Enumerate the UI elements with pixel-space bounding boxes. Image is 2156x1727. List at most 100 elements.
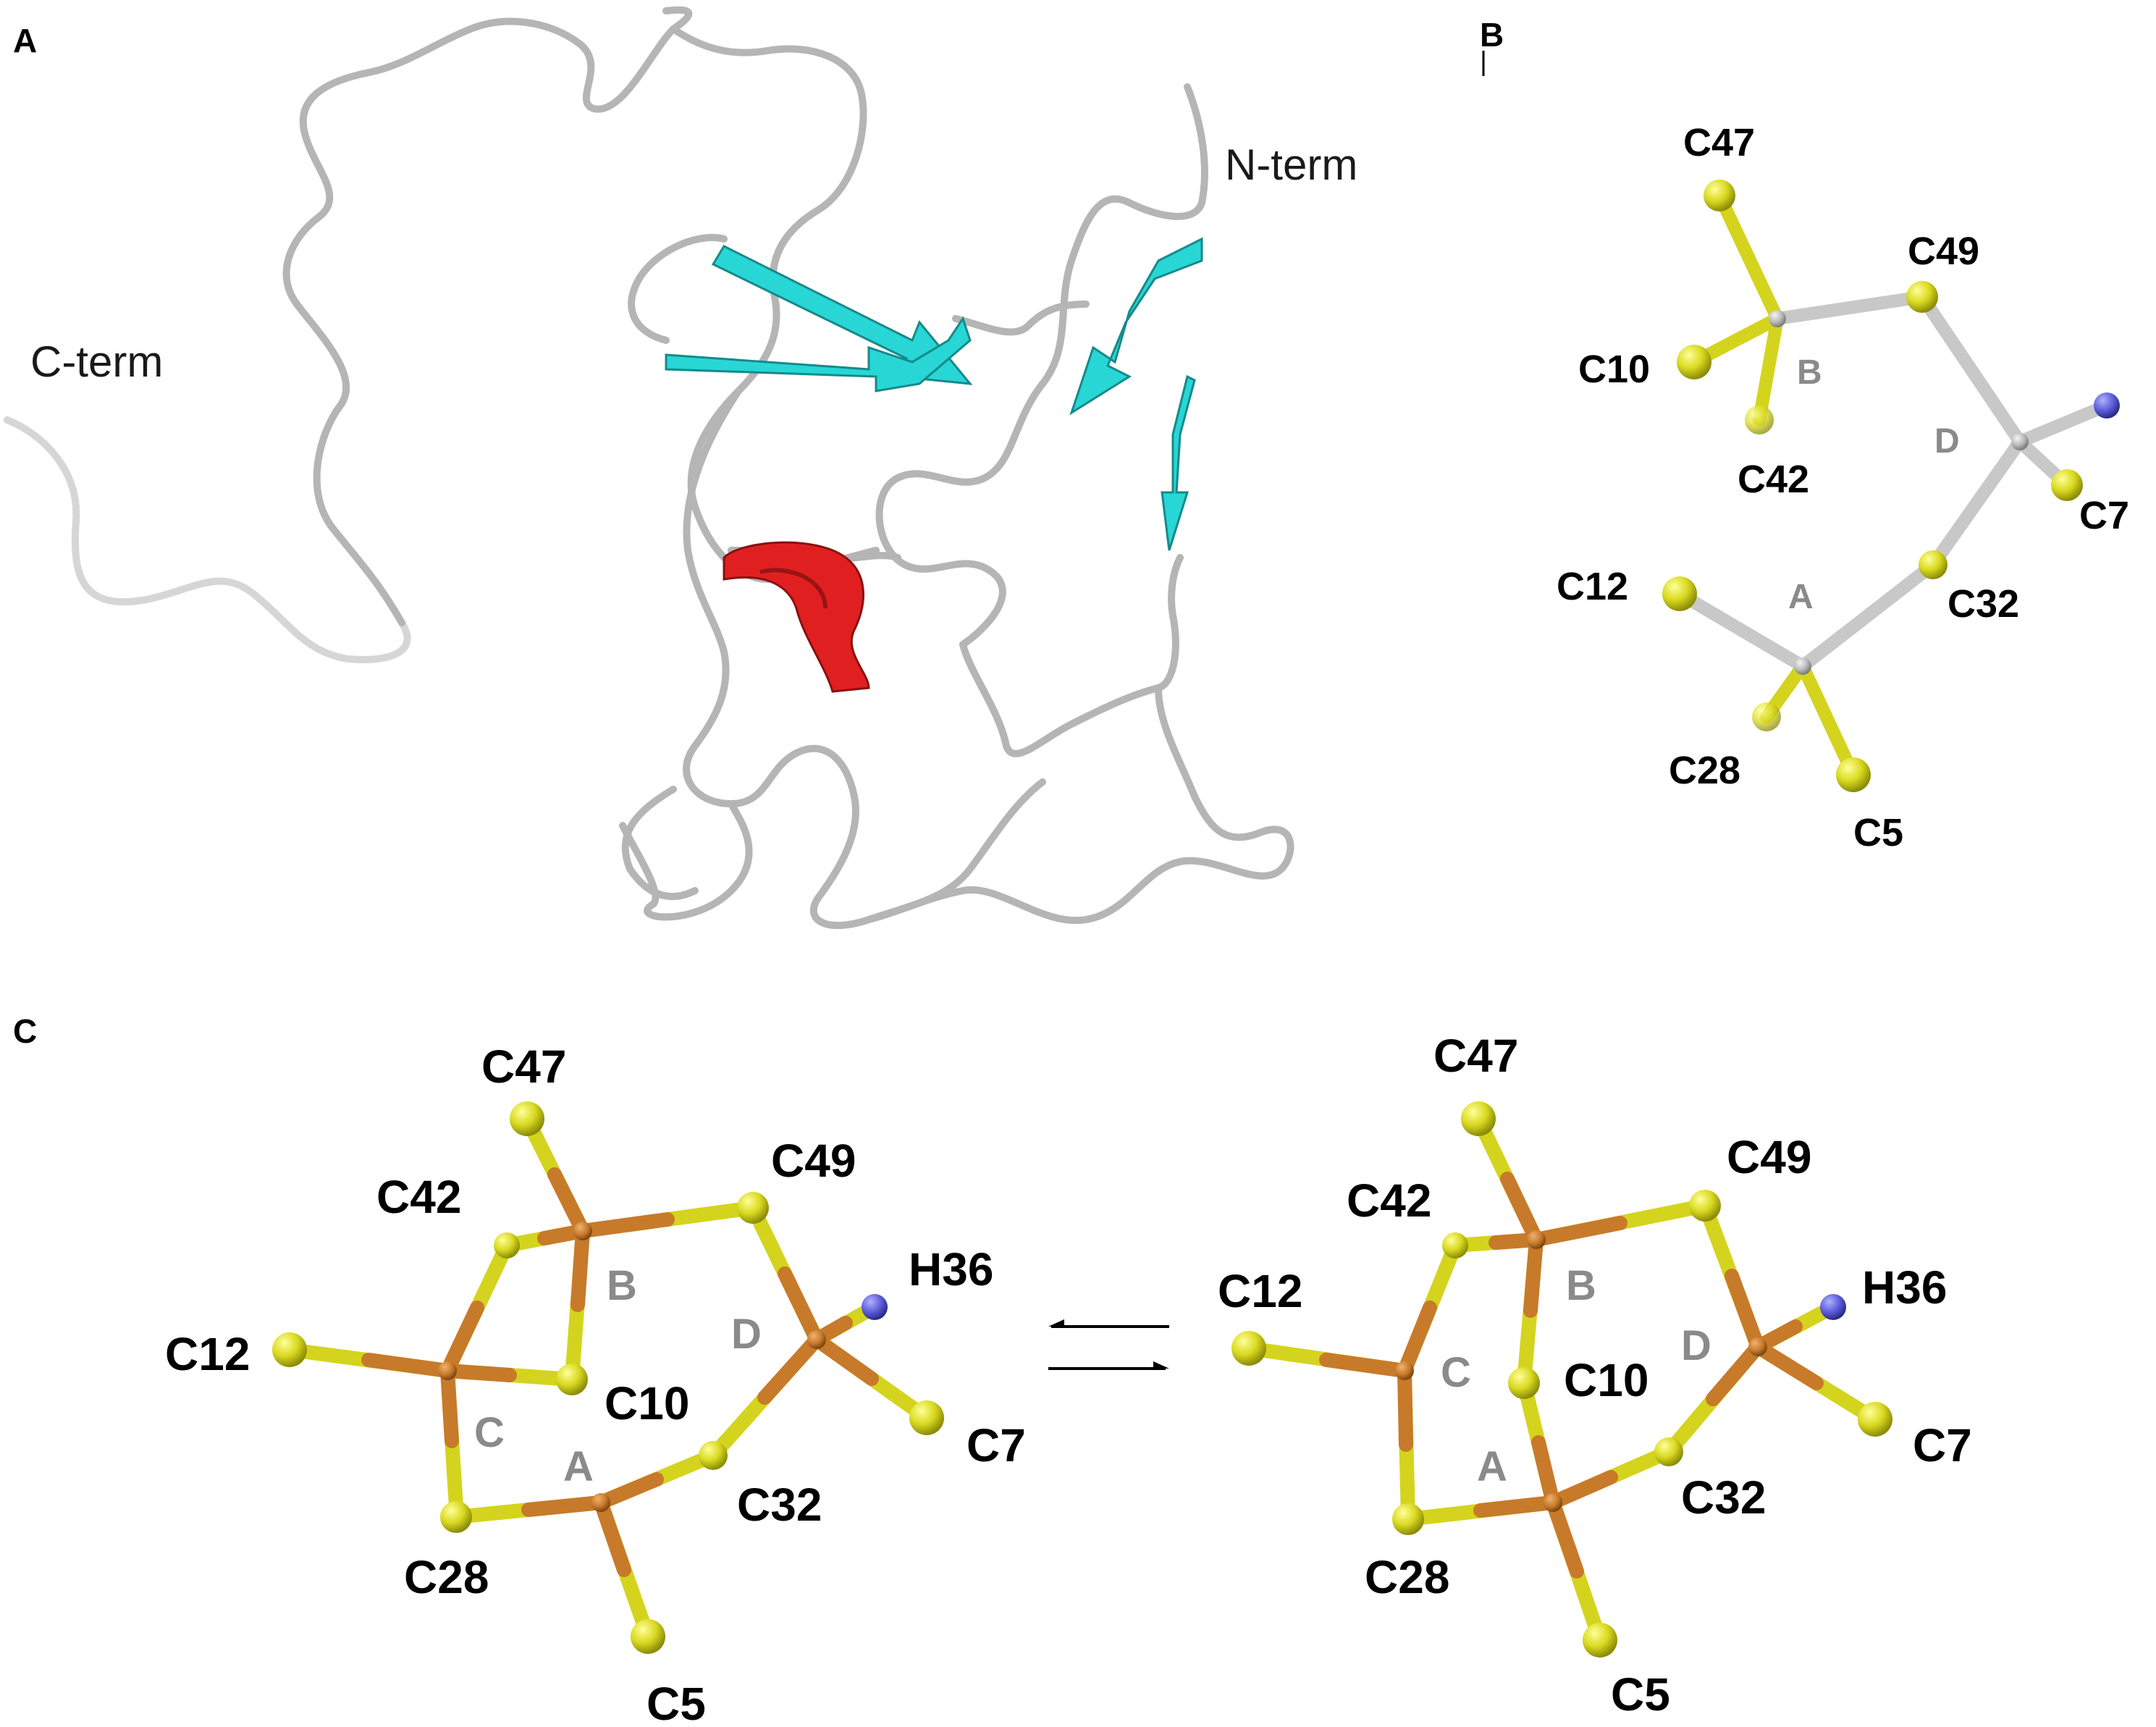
site-label: C [1441,1349,1471,1396]
sulfur-atom [1919,550,1947,579]
residue-label: C32 [1947,582,2019,626]
sulfur-atom [1461,1101,1496,1136]
cluster-c-right-atoms [1231,1101,1892,1657]
site-label: B [1797,353,1822,392]
residue-label: C10 [1564,1354,1648,1406]
sulfur-atom [1677,345,1711,379]
nitrogen-atom [2094,392,2120,419]
sulfur-atom [1583,1623,1617,1657]
sulfur-atom [1752,702,1781,731]
residue-label: H36 [1862,1261,1947,1314]
residue-label: C28 [1669,749,1740,792]
residue-label: C47 [481,1041,566,1093]
panel-b-label: B [1480,16,1504,54]
residue-label: C10 [1578,348,1650,391]
beta-strands [665,237,1203,551]
cadmium-atom [438,1361,457,1380]
nitrogen-atom [1820,1294,1846,1320]
residue-label: C12 [165,1328,250,1380]
cadmium-atom [1748,1337,1767,1356]
sulfur-atom [631,1619,665,1654]
residue-label: C7 [2079,494,2129,537]
sulfur-atom [1745,406,1774,434]
zinc-atom [1769,310,1786,327]
sulfur-atom [1689,1190,1721,1222]
site-label: D [1934,422,1960,461]
sulfur-atom [699,1441,728,1470]
residue-label: C47 [1683,121,1755,164]
residue-label: C42 [376,1171,461,1223]
sulfur-atom [737,1192,769,1224]
residue-label: H36 [909,1243,993,1295]
residue-label: C5 [1611,1668,1670,1720]
cluster-c-right-site-labels: B D C A [1441,1262,1711,1490]
cadmium-atom [1395,1361,1414,1380]
sulfur-atom [2051,469,2083,501]
zinc-atom [2011,433,2029,450]
cluster-c-right-metal-bonds [1319,1172,1824,1579]
panel-a-label: A [13,22,37,59]
sulfur-atom [556,1363,588,1395]
residue-label: C42 [1738,458,1809,501]
residue-label: C10 [605,1377,689,1429]
cluster-c-left-site-labels: B D C A [474,1262,762,1490]
cluster-c-right-residue-labels: C47 C42 C49 H36 C12 C10 C7 C32 C28 C5 [1218,1030,1972,1720]
site-label: D [731,1311,762,1358]
residue-label: C32 [1681,1471,1766,1524]
site-label: A [1788,578,1814,616]
residue-label: C42 [1347,1175,1431,1227]
panel-c: C [13,1012,1972,1727]
residue-label: C7 [967,1419,1026,1471]
panel-b: B [1480,16,2129,854]
cluster-c-left-residue-labels: C47 C42 C49 H36 C12 C10 C7 C32 C28 C5 [165,1041,1026,1727]
cluster-c-left-atoms [272,1101,944,1654]
zinc-atom [1794,657,1811,675]
protein-backbone-coil [4,6,1294,929]
residue-label: C12 [1557,565,1628,608]
alpha-helix [723,541,870,693]
cluster-b-site-labels: B D A [1788,353,1960,616]
sulfur-atom [1231,1331,1266,1366]
sulfur-atom [510,1101,544,1136]
cluster-b-bonds [1673,189,2113,781]
site-label: A [563,1443,594,1490]
panel-a: A N-term C-term [4,6,1357,929]
cadmium-atom [807,1330,826,1349]
sulfur-atom [1442,1232,1468,1259]
cadmium-atom [591,1493,610,1512]
sulfur-atom [1836,757,1871,792]
equilibrium-arrows [1048,1319,1169,1370]
sulfur-atom [440,1501,472,1533]
c-term-label: C-term [30,337,163,386]
sulfur-atom [1654,1437,1683,1466]
sulfur-atom [1392,1503,1424,1535]
site-label: D [1681,1322,1711,1369]
residue-label: C12 [1218,1265,1302,1317]
residue-label: C47 [1433,1030,1518,1082]
site-label: B [1566,1262,1596,1309]
sulfur-atom [272,1332,307,1367]
panel-c-label: C [13,1012,37,1050]
sulfur-atom [1906,281,1938,313]
site-label: B [607,1262,637,1309]
residue-label: C5 [647,1678,706,1727]
cluster-b-atoms [1662,180,2120,792]
residue-label: C32 [737,1479,822,1531]
residue-label: C28 [404,1551,489,1603]
sulfur-atom [909,1400,944,1435]
cluster-c-right-bonds [1242,1112,1882,1647]
residue-label: C5 [1853,811,1903,854]
site-label: A [1477,1443,1507,1490]
cluster-c-left: C47 C42 C49 H36 C12 C10 C7 C32 C28 C5 B … [165,1041,1026,1727]
residue-label: C49 [1908,230,1979,273]
cadmium-atom [1544,1493,1562,1512]
residue-label: C7 [1913,1419,1972,1471]
site-label: C [474,1409,505,1456]
residue-label: C49 [771,1135,856,1187]
nitrogen-atom [862,1294,888,1320]
sulfur-atom [1662,576,1697,611]
sulfur-atom [1858,1402,1892,1437]
n-term-label: N-term [1225,140,1357,189]
cluster-b-residue-labels: C47 C49 C10 C42 C7 C12 C32 C28 C5 [1557,121,2129,854]
